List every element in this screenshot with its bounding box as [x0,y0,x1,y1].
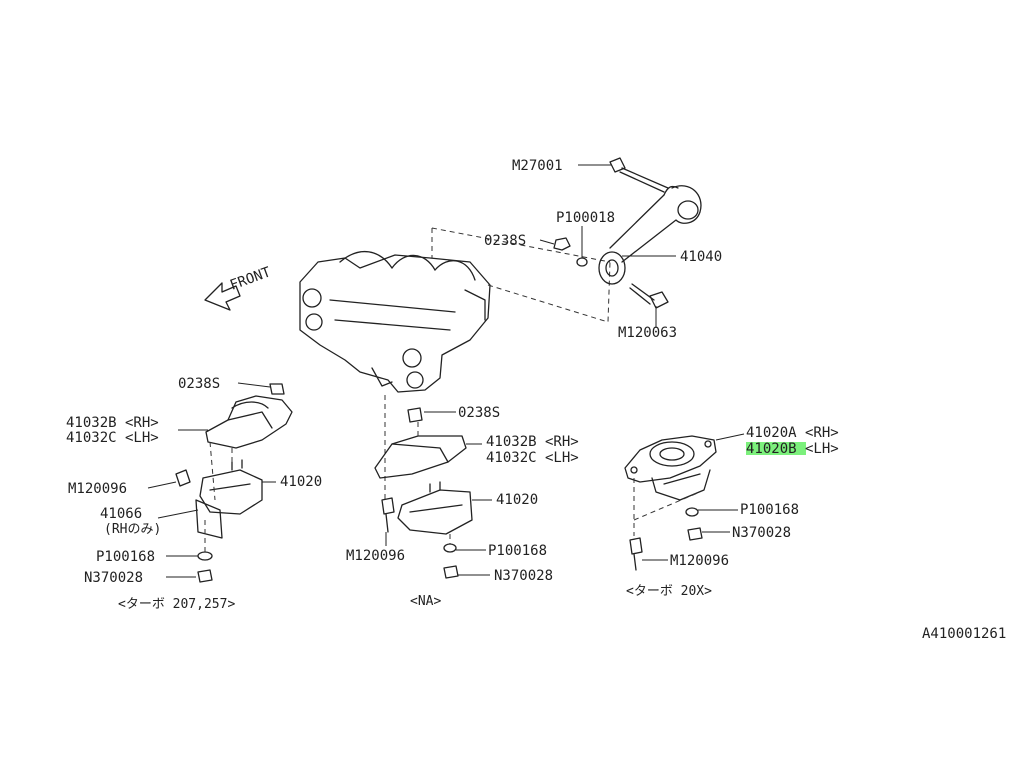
label-41040: 41040 [680,249,722,265]
doc-id: A410001261 [922,626,1006,642]
label-m120063: M120063 [618,325,677,341]
label-p100168-right: P100168 [740,502,799,518]
label-m120096-right: M120096 [670,553,729,569]
label-41032c-left: 41032C <LH> [66,430,159,446]
label-n370028-right: N370028 [732,525,791,541]
highlight-41020b [746,442,806,455]
label-41032b-left: 41032B <RH> [66,415,159,431]
right-mount-group [624,435,717,571]
engine-block [299,250,491,393]
bolt-m120063 [629,283,669,309]
label-41020b: 41020B <LH> [746,441,839,457]
label-0238s-mid: 0238S [458,405,500,421]
caption-na: <NA> [410,594,441,609]
label-41020-left: 41020 [280,474,322,490]
label-41066: 41066 [100,506,142,522]
label-p100168-left: P100168 [96,549,155,565]
leader-lines [147,164,745,578]
label-n370028-left: N370028 [84,570,143,586]
label-rh-only: (RHのみ) [104,522,161,537]
front-label: FRONT [228,264,274,294]
caption-turbo-207-257: <ターボ 207,257> [118,597,235,612]
label-41020-mid: 41020 [496,492,538,508]
label-41032b-mid: 41032B <RH> [486,434,579,450]
label-p100018: P100018 [556,210,615,226]
washer-p100018 [576,257,588,267]
label-n370028-mid: N370028 [494,568,553,584]
label-m120096-left: M120096 [68,481,127,497]
front-arrow-icon [204,282,241,311]
caption-turbo-20x: <ターボ 20X> [626,584,712,599]
label-41020b-part: 41020B [746,441,797,457]
nut-0238s-top [553,237,571,251]
bolt-m27001 [609,157,669,193]
label-0238s-top: 0238S [484,233,526,249]
left-mount-group [175,383,293,583]
pitch-stop-rod-41040 [598,185,702,285]
label-41032c-mid: 41032C <LH> [486,450,579,466]
label-p100168-mid: P100168 [488,543,547,559]
label-m27001: M27001 [512,158,563,174]
label-m120096-mid: M120096 [346,548,405,564]
middle-mount-group [374,407,473,579]
label-41020b-side: <LH> [797,441,839,457]
label-0238s-left: 0238S [178,376,220,392]
label-41020a: 41020A <RH> [746,425,839,441]
